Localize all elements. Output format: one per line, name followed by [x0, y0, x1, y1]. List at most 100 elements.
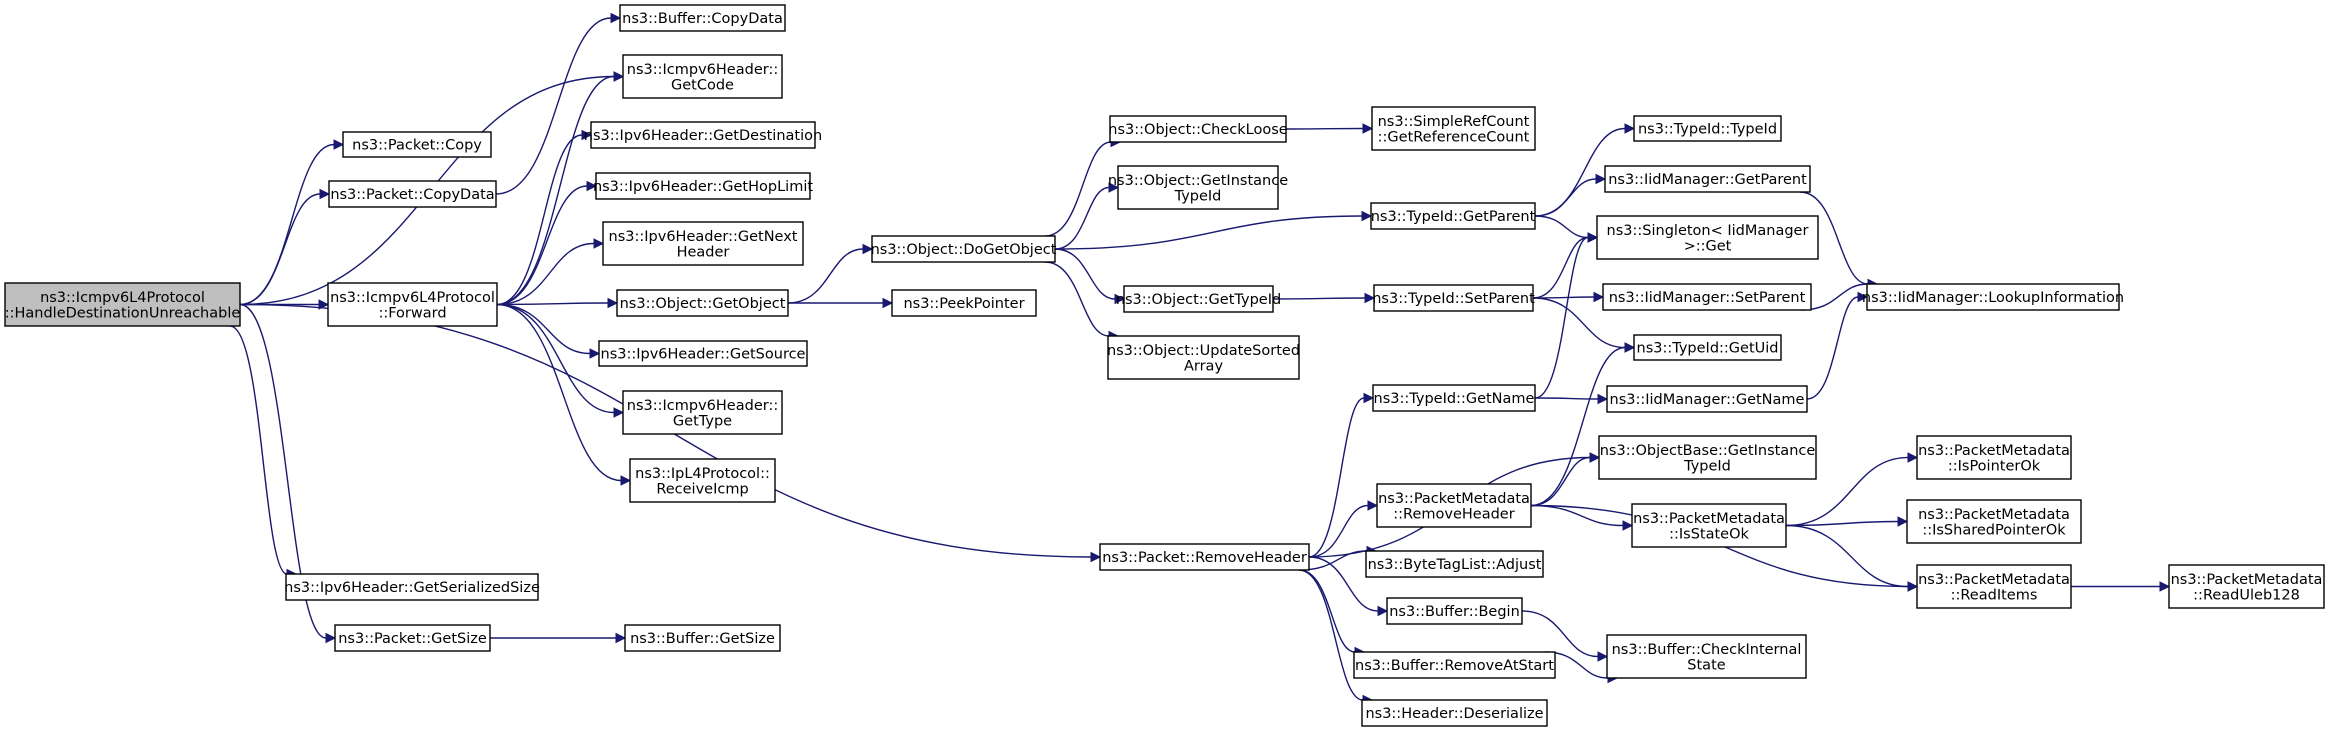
edge-typeid-getparent-to-iidmanager-getparent [1534, 173, 1607, 217]
node-icmpv6header-gettype[interactable]: ns3::Icmpv6Header::GetType [622, 390, 783, 435]
node-buffer-copydata[interactable]: ns3::Buffer::CopyData [619, 4, 786, 32]
edge-root-to-packet-getsize [239, 303, 337, 644]
node-object-getobject[interactable]: ns3::Object::GetObject [616, 289, 789, 317]
node-header-deserialize[interactable]: ns3::Header::Deserialize [1361, 699, 1548, 727]
node-label: ns3::PacketMetadata [1378, 491, 1530, 507]
node-label: ns3::TypeId::TypeId [1638, 122, 1777, 138]
node-label: ns3::PacketMetadata [1633, 511, 1785, 527]
edge-object-dogetobject-to-object-updatesortedarray [1044, 261, 1120, 342]
node-label: ::HandleDestinationUnreachable [5, 305, 241, 321]
node-buffer-begin[interactable]: ns3::Buffer::Begin [1386, 597, 1523, 625]
node-label: ns3::Object::DoGetObject [871, 242, 1057, 258]
node-label: ns3::Object::CheckLoose [1108, 122, 1287, 138]
node-label: ns3::Ipv6Header::GetNext [609, 229, 798, 245]
node-simplerefcount-getreferencecount[interactable]: ns3::SimpleRefCount::GetReferenceCount [1371, 106, 1536, 151]
node-typeid-typeid[interactable]: ns3::TypeId::TypeId [1633, 115, 1782, 142]
node-root[interactable]: ns3::Icmpv6L4Protocol::HandleDestination… [4, 282, 241, 327]
edge-icmpv6l4-forward-to-ipv6header-getdestination [496, 129, 593, 306]
node-label: ns3::TypeId::GetParent [1371, 209, 1536, 225]
edge-packet-removeheader-to-header-deserialize [1298, 569, 1374, 706]
edge-typeid-setparent-to-singleton-get [1532, 232, 1599, 299]
function-nodes: ns3::Icmpv6L4Protocol::HandleDestination… [4, 4, 2325, 727]
node-packet-removeheader[interactable]: ns3::Packet::RemoveHeader [1099, 543, 1310, 571]
edge-buffer-begin-to-buffer-checkinternalstate [1521, 610, 1609, 662]
node-label: ns3::Object::GetObject [620, 296, 786, 312]
node-label: ns3::IidManager::SetParent [1609, 290, 1806, 306]
node-label: ns3::IidManager::LookupInformation [1862, 290, 2124, 306]
edge-object-dogetobject-to-object-getinstancetypeid [1054, 182, 1120, 250]
edge-icmpv6l4-forward-to-ipv6header-getnextheader [496, 238, 605, 306]
node-ipv6header-getserializedsize[interactable]: ns3::Ipv6Header::GetSerializedSize [284, 573, 540, 601]
node-buffer-getsize[interactable]: ns3::Buffer::GetSize [624, 624, 781, 652]
node-packet-getsize[interactable]: ns3::Packet::GetSize [334, 624, 491, 652]
node-typeid-getparent[interactable]: ns3::TypeId::GetParent [1370, 202, 1536, 230]
node-ipv6header-getsource[interactable]: ns3::Ipv6Header::GetSource [598, 340, 808, 367]
node-label: ns3::ByteTagList::Adjust [1368, 557, 1542, 573]
edge-icmpv6l4-forward-to-icmpv6header-gettype [496, 303, 625, 418]
node-label: ns3::Icmpv6L4Protocol [40, 290, 205, 306]
node-label: ns3::IpL4Protocol:: [635, 466, 770, 482]
edge-packetmetadata-removeheader-to-typeid-getuid [1530, 342, 1636, 507]
node-label: ns3::Ipv6Header::GetSerializedSize [284, 580, 540, 596]
node-peekpointer[interactable]: ns3::PeekPointer [891, 289, 1037, 317]
node-label: ns3::Object::GetTypeId [1116, 292, 1281, 308]
edge-packet-copydata-to-buffer-copydata [495, 12, 622, 195]
node-iidmanager-getname[interactable]: ns3::IidManager::GetName [1606, 385, 1808, 413]
node-packet-copy[interactable]: ns3::Packet::Copy [342, 131, 492, 158]
node-label: ns3::TypeId::GetName [1374, 391, 1535, 407]
node-ipl4protocol-receiveicmp[interactable]: ns3::IpL4Protocol::ReceiveIcmp [629, 458, 776, 503]
node-object-gettypeid[interactable]: ns3::Object::GetTypeId [1116, 285, 1281, 313]
node-ipv6header-gethoplimit[interactable]: ns3::Ipv6Header::GetHopLimit [593, 172, 813, 200]
node-label: ns3::Singleton< IidManager [1607, 223, 1809, 239]
node-packetmetadata-removeheader[interactable]: ns3::PacketMetadata::RemoveHeader [1376, 483, 1532, 528]
node-iidmanager-getparent[interactable]: ns3::IidManager::GetParent [1604, 165, 1811, 193]
node-label: ns3::SimpleRefCount [1378, 114, 1530, 130]
edge-icmpv6l4-forward-to-icmpv6header-getcode [496, 71, 625, 306]
node-label: ns3::PacketMetadata [1918, 443, 2070, 459]
node-packetmetadata-readitems[interactable]: ns3::PacketMetadata::ReadItems [1916, 564, 2072, 609]
node-label: ns3::PacketMetadata [1918, 507, 2070, 523]
edge-packet-removeheader-to-buffer-removeatstart [1298, 569, 1366, 658]
node-object-checkloose[interactable]: ns3::Object::CheckLoose [1108, 115, 1288, 143]
node-iidmanager-setparent[interactable]: ns3::IidManager::SetParent [1602, 283, 1812, 311]
node-packet-copydata[interactable]: ns3::Packet::CopyData [328, 180, 497, 208]
node-label: ns3::Packet::CopyData [330, 187, 494, 203]
node-object-dogetobject[interactable]: ns3::Object::DoGetObject [871, 235, 1057, 263]
node-label: ns3::Packet::GetSize [338, 631, 487, 647]
node-typeid-getuid[interactable]: ns3::TypeId::GetUid [1633, 334, 1782, 361]
node-buffer-removeatstart[interactable]: ns3::Buffer::RemoveAtStart [1353, 651, 1556, 679]
node-label: ::IsStateOk [1669, 526, 1749, 542]
node-ipv6header-getdestination[interactable]: ns3::Ipv6Header::GetDestination [584, 121, 822, 149]
node-iidmanager-lookupinformation[interactable]: ns3::IidManager::LookupInformation [1862, 283, 2124, 311]
node-packetmetadata-isstateok[interactable]: ns3::PacketMetadata::IsStateOk [1631, 503, 1787, 548]
edge-packetmetadata-isstateok-to-packetmetadata-readitems [1785, 524, 1919, 592]
edge-packetmetadata-removeheader-to-objectbase-getinstancetypeid [1530, 452, 1601, 507]
edge-packet-removeheader-to-bytetaglist-adjust [1298, 545, 1378, 571]
node-bytetaglist-adjust[interactable]: ns3::ByteTagList::Adjust [1365, 550, 1544, 578]
node-typeid-getname[interactable]: ns3::TypeId::GetName [1372, 384, 1536, 412]
node-icmpv6l4-forward[interactable]: ns3::Icmpv6L4Protocol::Forward [327, 282, 498, 327]
node-label: ::ReadUleb128 [2193, 587, 2300, 603]
node-label: ns3::Ipv6Header::GetHopLimit [593, 179, 813, 195]
edge-object-getobject-to-peekpointer [788, 297, 894, 309]
node-packetmetadata-ispointerok[interactable]: ns3::PacketMetadata::IsPointerOk [1916, 435, 2072, 480]
node-label: ReceiveIcmp [656, 481, 748, 497]
node-packetmetadata-readuleb128[interactable]: ns3::PacketMetadata::ReadUleb128 [2168, 564, 2325, 609]
node-label: ::IsPointerOk [1948, 458, 2041, 474]
edge-packetmetadata-removeheader-to-packetmetadata-isstateok [1530, 504, 1634, 531]
edge-packet-removeheader-to-packetmetadata-removeheader [1308, 500, 1379, 558]
node-label: ns3::TypeId::SetParent [1372, 291, 1535, 307]
node-singleton-get[interactable]: ns3::Singleton< IidManager >::Get [1596, 215, 1819, 260]
node-label: ns3::Icmpv6L4Protocol [330, 290, 495, 306]
node-packetmetadata-issharedpointerok[interactable]: ns3::PacketMetadata::IsSharedPointerOk [1906, 499, 2082, 544]
node-typeid-setparent[interactable]: ns3::TypeId::SetParent [1372, 284, 1535, 312]
edge-object-dogetobject-to-object-gettypeid [1054, 248, 1126, 305]
node-label: ns3::Buffer::GetSize [630, 631, 775, 647]
node-icmpv6header-getcode[interactable]: ns3::Icmpv6Header::GetCode [622, 54, 783, 99]
node-label: Header [677, 244, 730, 260]
